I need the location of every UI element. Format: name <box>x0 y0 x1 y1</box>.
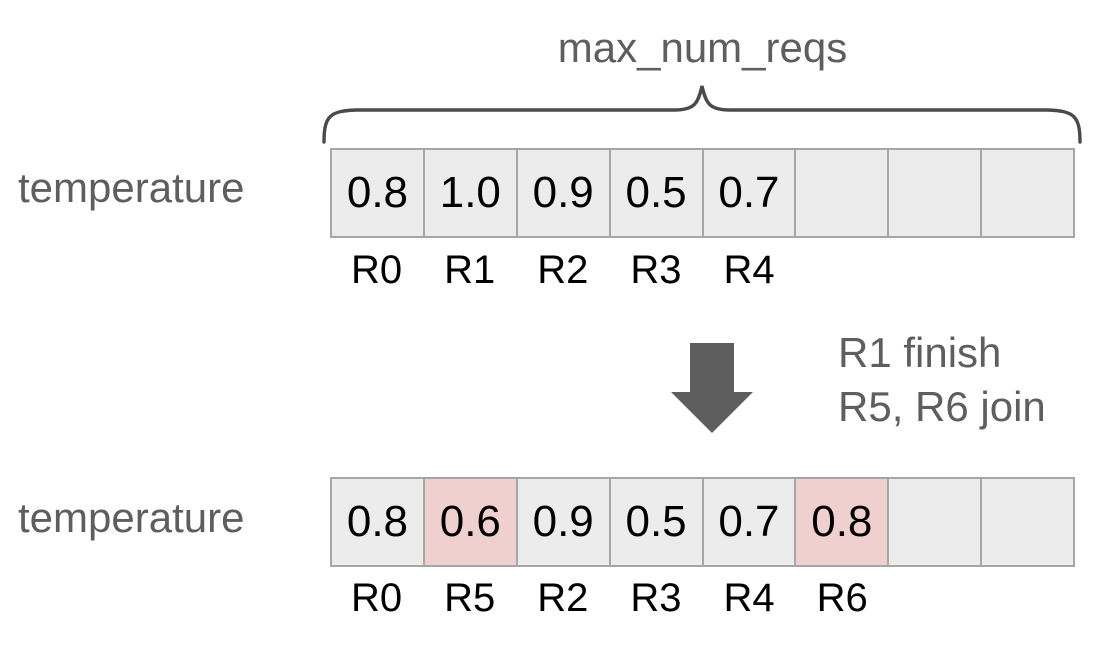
max-num-reqs-label: max_num_reqs <box>557 24 848 71</box>
top-row-label: temperature <box>18 164 245 211</box>
request-id-ticks-after: R0 R5 R2 R3 R4 R6 <box>330 578 1075 630</box>
request-id-label: R4 <box>723 576 775 620</box>
array-cell: 0.7 <box>703 479 797 565</box>
array-cell <box>982 479 1073 565</box>
request-id-label <box>889 578 982 630</box>
array-cell <box>889 150 983 236</box>
array-cell: 0.8 <box>796 479 890 565</box>
request-id-label: R1 <box>444 248 496 292</box>
array-cell: 0.9 <box>517 479 611 565</box>
transition-note-line2: R5, R6 join <box>838 382 1046 430</box>
request-id-label: R0 <box>350 576 403 620</box>
bottom-row-label: temperature <box>18 494 245 541</box>
array-cell: 0.8 <box>332 150 425 236</box>
request-id-label: R3 <box>630 248 682 292</box>
request-id-label <box>796 250 889 302</box>
array-cell: 0.5 <box>610 150 704 236</box>
array-cell <box>982 150 1073 236</box>
request-id-ticks-before: R0 R1 R2 R3 R4 <box>330 250 1075 302</box>
request-id-label <box>982 250 1075 302</box>
array-cell: 0.8 <box>332 479 425 565</box>
request-id-label: R0 <box>350 248 403 292</box>
request-id-label: R2 <box>537 248 589 292</box>
request-id-label: R6 <box>816 576 868 620</box>
array-cell: 0.5 <box>610 479 704 565</box>
request-id-label: R2 <box>537 576 589 620</box>
request-id-label <box>889 250 982 302</box>
array-cell: 0.9 <box>517 150 611 236</box>
array-cell <box>796 150 890 236</box>
request-id-label: R3 <box>630 576 682 620</box>
transition-note-line1: R1 finish <box>838 329 1002 376</box>
curly-brace-icon <box>322 85 1082 144</box>
array-cell: 0.7 <box>703 150 797 236</box>
down-arrow-icon <box>671 343 753 433</box>
request-id-label: R4 <box>723 248 775 292</box>
array-cell: 1.0 <box>424 150 518 236</box>
transition-note: R1 finish R5, R6 join <box>838 326 1046 434</box>
array-cell: 0.6 <box>424 479 518 565</box>
array-cell <box>889 479 983 565</box>
request-id-label: R5 <box>444 576 496 620</box>
request-id-label <box>982 578 1075 630</box>
